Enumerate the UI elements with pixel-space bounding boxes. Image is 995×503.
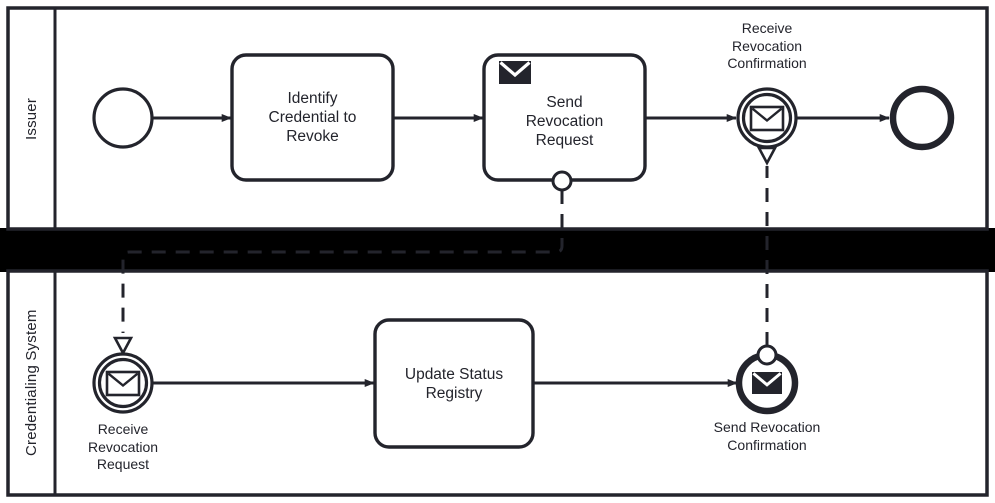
message-flow-arrowhead-icon — [112, 336, 134, 356]
start-event-circle[interactable] — [92, 87, 154, 149]
message-envelope-outline-icon — [105, 370, 141, 397]
event-label-receive-revocation-confirmation: Receive Revocation Confirmation — [727, 20, 807, 71]
task-label-identify-credential: Identify Credential to Revoke — [268, 90, 357, 145]
event-label-send-revocation-confirmation: Send Revocation Confirmation — [713, 419, 821, 453]
send-envelope-filled-icon — [499, 61, 531, 84]
message-flow-source-icon — [756, 344, 778, 366]
event-send-revocation-confirmation[interactable] — [735, 344, 799, 415]
message-envelope-filled-icon — [752, 372, 782, 394]
task-label-send-revocation-request: Send Revocation Request — [525, 93, 604, 149]
issuer-end-event-circle[interactable] — [889, 85, 955, 151]
message-flow-arrowhead-icon — [756, 146, 778, 166]
pool-separator-band — [0, 228, 995, 272]
message-flow-revocation-request — [121, 190, 564, 333]
task-label-update-status-registry: Update Status Registry — [404, 365, 504, 402]
event-label-receive-revocation-request: Receive Revocation Request — [87, 421, 159, 472]
message-envelope-outline-icon — [749, 105, 785, 132]
